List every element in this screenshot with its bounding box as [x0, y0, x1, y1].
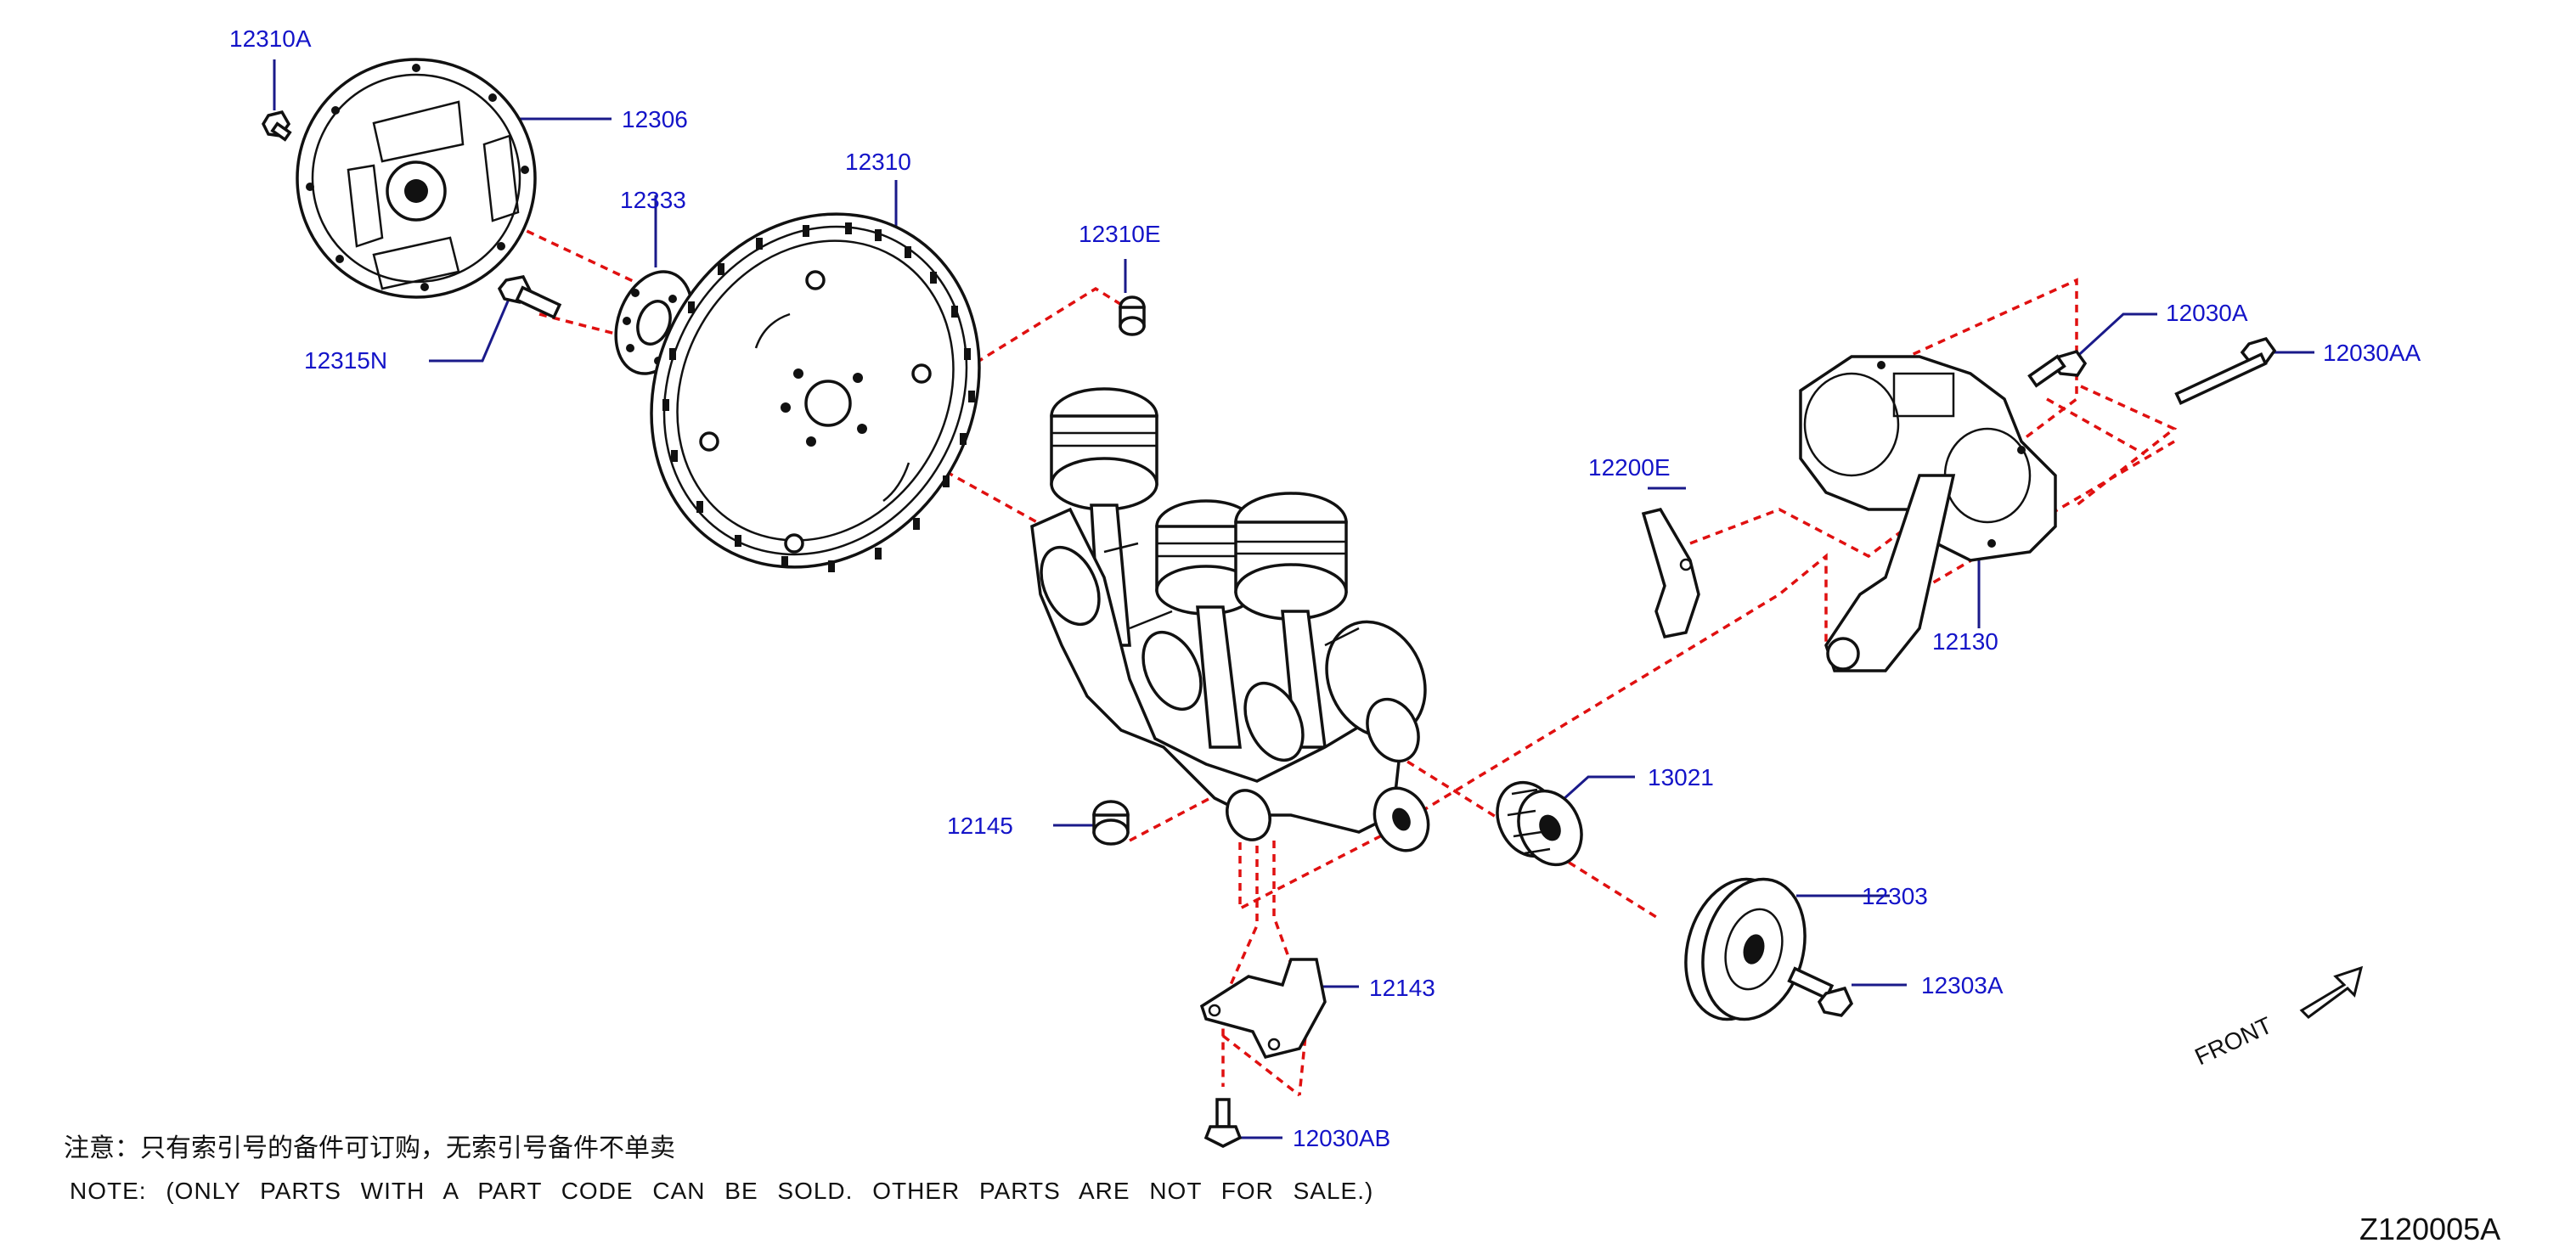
- bracket-12143: [1199, 958, 1327, 1060]
- note-english: NOTE: (ONLY PARTS WITH A PART CODE CAN B…: [70, 1178, 1373, 1204]
- bushing-12310E: [1119, 295, 1146, 336]
- bolt-12030AA: [2174, 336, 2277, 406]
- crankshaft-piston-assembly: [1030, 387, 1430, 852]
- label-12306: 12306: [622, 106, 688, 132]
- bolt-12315N: [497, 275, 562, 319]
- label-12145: 12145: [947, 813, 1013, 839]
- clutch-disc-rivets: [306, 64, 529, 291]
- piston-1: [1050, 387, 1158, 511]
- flywheel-teeth: [662, 222, 975, 572]
- label-12200E: 12200E: [1588, 454, 1671, 481]
- label-12030AB: 12030AB: [1293, 1125, 1390, 1151]
- front-direction-arrow: [2299, 965, 2364, 1019]
- piston-3: [1234, 492, 1348, 621]
- label-12310: 12310: [845, 149, 911, 175]
- label-12315N: 12315N: [304, 347, 387, 374]
- bushing-12145: [1092, 800, 1130, 846]
- diagram-code: Z120005A: [2359, 1212, 2500, 1246]
- oil-pump-12130: [1799, 355, 2057, 672]
- sprocket-13021: [1496, 780, 1583, 867]
- label-12030AA: 12030AA: [2323, 340, 2421, 366]
- piston-2: [1155, 499, 1257, 616]
- flywheel-12310: [650, 212, 981, 572]
- bolt-12310A: [262, 110, 292, 142]
- label-12130: 12130: [1932, 628, 1998, 655]
- leader-lines: [273, 59, 2314, 1139]
- label-12333: 12333: [620, 187, 686, 213]
- note-chinese: 注意：只有索引号的备件可订购，无索引号备件不单卖: [64, 1133, 675, 1163]
- label-12303: 12303: [1862, 883, 1928, 909]
- label-12030A: 12030A: [2166, 300, 2248, 326]
- clutch-disc-12306: [296, 58, 537, 299]
- bolt-12303A: [1787, 966, 1854, 1017]
- label-12310E: 12310E: [1079, 221, 1161, 247]
- bolt-12030A: [2027, 349, 2088, 388]
- pulley-12303: [1684, 877, 1807, 1021]
- label-13021: 13021: [1648, 764, 1714, 790]
- label-12303A: 12303A: [1921, 972, 2004, 998]
- bolt-12030AB: [1203, 1098, 1243, 1148]
- part-labels: 12310A 12306 12333 12315N 12310 12310E 1…: [229, 25, 2421, 1151]
- label-12310A: 12310A: [229, 25, 312, 52]
- label-12143: 12143: [1369, 975, 1435, 1001]
- front-label: FRONT: [2190, 1012, 2276, 1071]
- gasket-12200E: [1641, 507, 1700, 639]
